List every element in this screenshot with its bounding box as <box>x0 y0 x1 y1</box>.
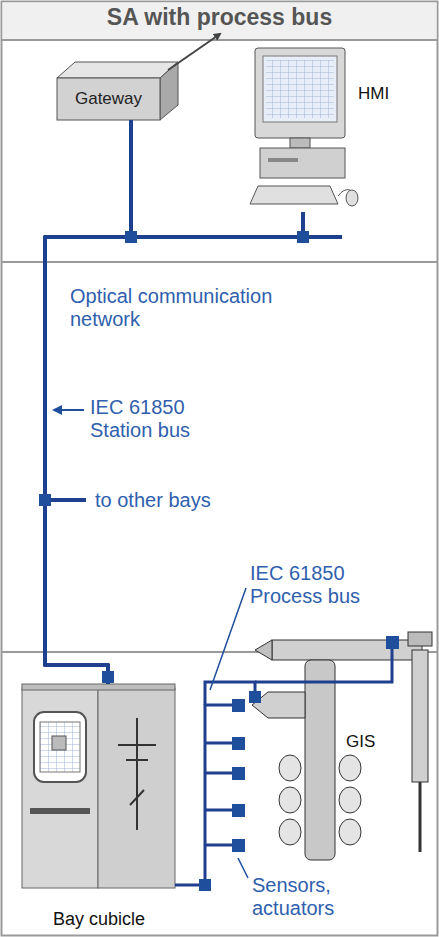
sensor-square <box>232 699 245 712</box>
annotation-label: Sensors, actuators <box>252 874 392 920</box>
gateway-box <box>57 62 178 120</box>
annotation-label: IEC 61850 Process bus <box>250 562 390 608</box>
annotation-label: IEC 61850 Station bus <box>90 396 220 442</box>
bus-junction <box>102 671 114 683</box>
sensor-square <box>232 767 245 780</box>
sensor-square <box>232 804 245 817</box>
gis-illustration <box>252 632 432 860</box>
leader-line <box>238 858 248 878</box>
separator <box>2 261 437 263</box>
annotation-label: to other bays <box>95 489 255 512</box>
title: SA with process bus <box>0 4 439 31</box>
computer-icon <box>250 48 358 206</box>
sensor-square <box>249 691 261 703</box>
pointer-arrow <box>54 409 84 411</box>
bus-junction <box>125 231 137 243</box>
node-label: GIS <box>346 732 375 752</box>
separator <box>2 39 437 41</box>
sensor-square <box>386 636 399 649</box>
station-bus <box>45 212 303 684</box>
wan-arrow <box>168 34 220 70</box>
bus-junction <box>199 879 211 891</box>
process-bus-branches <box>205 645 392 845</box>
annotation-label: Optical communication network <box>70 285 300 331</box>
gis-switchgear: GIS <box>240 630 436 870</box>
gateway-box: Gateway <box>57 78 160 120</box>
bay-cubicle: Bay cubicle <box>18 684 180 930</box>
leader-line <box>210 588 246 690</box>
sensor-square <box>232 737 245 750</box>
cabinet-icon <box>22 684 175 888</box>
process-bus <box>175 705 240 885</box>
sensor-square <box>232 839 245 852</box>
bus-branch <box>45 498 86 502</box>
bus-junction <box>297 231 309 243</box>
node-label: Bay cubicle <box>53 909 145 930</box>
node-label: Gateway <box>75 89 142 109</box>
bus-junction <box>39 494 51 506</box>
hmi-workstation: HMI <box>250 46 400 212</box>
node-label: HMI <box>358 84 389 104</box>
